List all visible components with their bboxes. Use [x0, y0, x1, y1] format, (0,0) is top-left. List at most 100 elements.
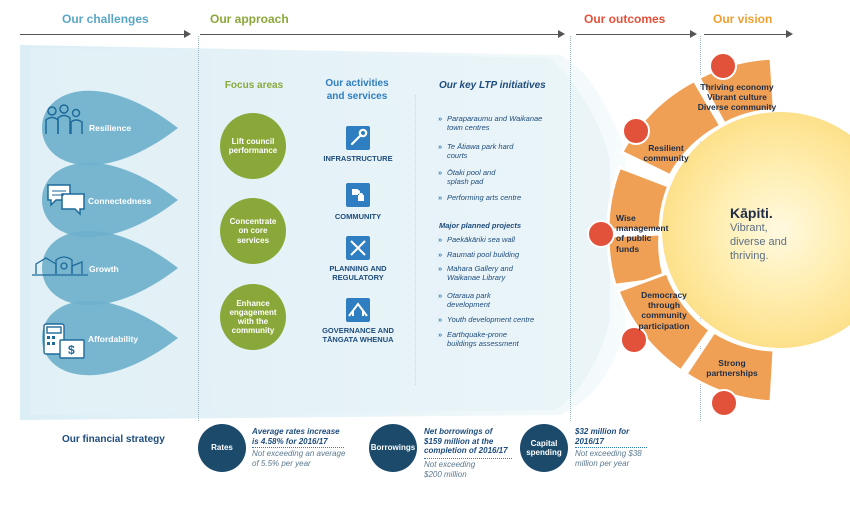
petal-growth	[42, 230, 178, 306]
finance-circle: Rates	[198, 424, 246, 472]
finance-sub-text: Not exceeding $200 million	[424, 460, 476, 479]
finance-name: Borrowings	[370, 443, 416, 453]
project-item: Mahara Gallery and Waikanae Library	[438, 264, 527, 283]
outcome-label: Thriving economy Vibrant culture Diverse…	[696, 82, 778, 113]
finance-main: Net borrowings of $159 million at the co…	[424, 427, 510, 456]
people-icon	[45, 104, 83, 134]
buildings-icon	[32, 256, 88, 276]
initiative-text: Ōtaki pool and splash pad	[447, 168, 496, 187]
focus-area-label: Lift council performance	[228, 136, 278, 155]
vision-title: Kāpiti.	[730, 205, 773, 221]
project-text: Paekākāriki sea wall	[447, 235, 515, 244]
challenge-label: Growth	[89, 264, 119, 274]
building-icon	[587, 220, 615, 248]
finance-main-text: $32 million for 2016/17	[575, 427, 630, 446]
arrow-icon	[184, 30, 191, 38]
initiative-item: Te Ātiawa park hard courts	[438, 142, 517, 161]
arrow-icon	[558, 30, 565, 38]
shield-people-icon	[709, 52, 737, 80]
finance-main: Average rates increase is 4.58% for 2016…	[252, 427, 342, 446]
finance-sub: Not exceeding an average of 5.5% per yea…	[252, 449, 348, 468]
finance-rule	[575, 447, 647, 448]
activity-label: PLANNING AND REGULATORY	[293, 264, 423, 283]
ruler-pencil-icon	[346, 236, 370, 260]
finance-main-text: Net borrowings of $159 million at the co…	[424, 427, 508, 456]
project-item: Raumati pool building	[438, 250, 520, 260]
finance-circle: Capital spending	[520, 424, 568, 472]
divider	[415, 95, 416, 385]
finance-rule	[252, 447, 344, 448]
outcome-segment	[616, 271, 713, 373]
project-item: Youth development centre	[438, 315, 535, 325]
initiative-text: Paraparaumu and Waikanae town centres	[447, 114, 543, 133]
arrow-icon	[786, 30, 793, 38]
finance-rule	[424, 458, 512, 459]
outcome-text: Thriving economy Vibrant culture Diverse…	[697, 82, 777, 113]
outcome-text: Resilient community	[643, 143, 689, 164]
finance-sub: Not exceeding $38 million per year	[575, 449, 655, 468]
focus-area: Concentrate on core services	[220, 198, 286, 264]
activity-label-text: PLANNING AND REGULATORY	[329, 264, 387, 283]
finance-sub-text: Not exceeding $38 million per year	[575, 449, 642, 468]
initiative-text: Te Ātiawa park hard courts	[447, 142, 514, 161]
outcome-label: Wise management of public funds	[616, 213, 672, 254]
activity-label-text: GOVERNANCE AND TĀNGATA WHENUA	[322, 326, 394, 345]
vision-text-body: Vibrant, diverse and thriving.	[730, 222, 787, 262]
activities-title: Our activities and services	[325, 78, 389, 102]
project-text: Otaraua park development	[447, 291, 491, 310]
activity-label: COMMUNITY	[334, 212, 382, 221]
outcome-label: Democracy through community participatio…	[632, 290, 696, 331]
challenge-label: Affordability	[88, 334, 139, 344]
initiative-item: Paraparaumu and Waikanae town centres	[438, 114, 547, 133]
outcome-text: Strong partnerships	[706, 358, 758, 379]
divider	[570, 36, 571, 421]
focus-area-label: Concentrate on core services	[229, 217, 277, 245]
petal-connectedness	[42, 162, 178, 238]
header-outcomes-line	[576, 34, 692, 35]
header-outcomes: Our outcomes	[584, 12, 666, 26]
shield-people-icon	[622, 117, 650, 145]
outcome-label: Strong partnerships	[700, 358, 764, 378]
initiative-item: Ōtaki pool and splash pad	[438, 168, 517, 187]
header-approach-line	[200, 34, 560, 35]
initiative-item: Performing arts centre	[438, 193, 522, 203]
project-text: Youth development centre	[447, 315, 535, 324]
header-approach: Our approach	[210, 12, 289, 26]
initiative-text: Performing arts centre	[447, 193, 522, 202]
finance-main-text: Average rates increase is 4.58% for 2016…	[252, 427, 340, 446]
finance-sub-text: Not exceeding an average of 5.5% per yea…	[252, 449, 346, 468]
divider	[198, 36, 199, 421]
activity-label: INFRASTRUCTURE	[323, 154, 393, 163]
header-challenges-line	[20, 34, 186, 35]
outcome-segment	[683, 329, 776, 404]
major-projects-title: Major planned projects	[439, 221, 522, 230]
speech-bubbles-icon	[47, 184, 85, 216]
arrow-icon	[690, 30, 697, 38]
outcome-text: Wise management of public funds	[616, 213, 669, 254]
outcomes-arc	[606, 56, 850, 404]
header-vision: Our vision	[713, 12, 773, 26]
finance-name: Capital spending	[526, 438, 562, 457]
finance-main: $32 million for 2016/17	[575, 427, 639, 446]
outcome-segment	[606, 165, 671, 232]
project-item: Paekākāriki sea wall	[438, 235, 515, 245]
svg-text:$: $	[68, 343, 75, 357]
ltp-title: Our key LTP initiatives	[439, 80, 546, 91]
finance-name: Rates	[211, 443, 233, 453]
project-text: Raumati pool building	[447, 250, 520, 259]
outcome-label: Resilient community	[641, 143, 691, 163]
project-text: Earthquake-prone buildings assessment	[447, 330, 519, 349]
focus-area: Lift council performance	[220, 113, 286, 179]
puzzle-icon	[346, 183, 370, 207]
speech-icon	[620, 326, 648, 354]
project-text: Mahara Gallery and Waikanae Library	[447, 264, 513, 283]
focus-area-label: Enhance engagement with the community	[229, 298, 277, 336]
meeting-house-icon	[346, 298, 370, 322]
outcome-text: Democracy through community participatio…	[638, 290, 690, 331]
focus-area: Enhance engagement with the community	[220, 284, 286, 350]
challenge-label: Connectedness	[88, 196, 152, 206]
finance-sub: Not exceeding $200 million	[424, 460, 494, 479]
activity-label: GOVERNANCE AND TĀNGATA WHENUA	[293, 326, 423, 345]
header-vision-line	[704, 34, 788, 35]
